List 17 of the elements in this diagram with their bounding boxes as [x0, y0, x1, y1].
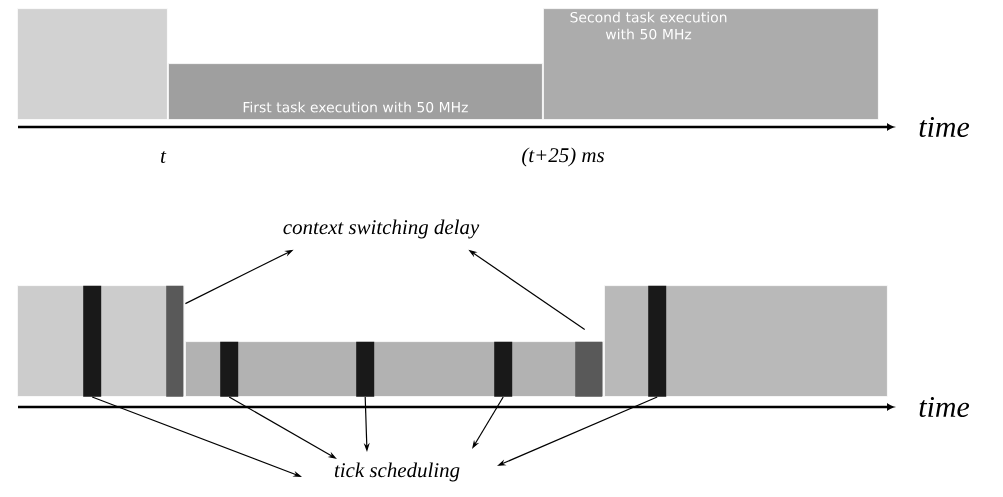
- tick-bar: [648, 285, 667, 397]
- axis-label: t: [161, 151, 167, 163]
- callout-text: tick scheduling: [334, 462, 460, 482]
- tick-bar: [494, 341, 513, 397]
- task-block: First task execution with 50 MHz: [168, 63, 543, 120]
- task-block: Second task execution with 50 MHz: [543, 8, 879, 120]
- tick-bar: [220, 341, 239, 397]
- axis-label: time: [919, 116, 970, 138]
- block: [17, 8, 168, 120]
- switch-bar: [166, 285, 184, 397]
- switch-bar: [575, 341, 603, 397]
- block: [604, 285, 888, 397]
- tick-bar: [356, 341, 375, 397]
- axis-label: (t+25) ms: [522, 147, 604, 167]
- callout-text: context switching delay: [283, 219, 480, 239]
- axis-label: time: [919, 396, 970, 418]
- tick-bar: [83, 285, 102, 397]
